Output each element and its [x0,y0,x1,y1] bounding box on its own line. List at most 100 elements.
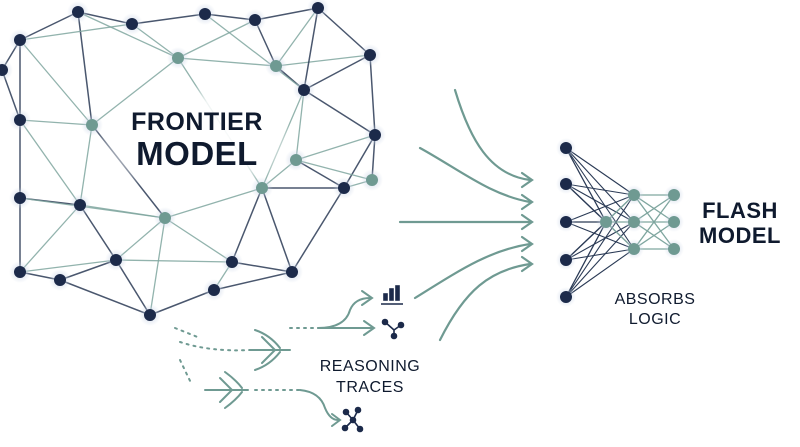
network-edge [115,259,233,263]
network-edge [317,7,371,56]
network-edge [295,159,373,181]
network-node [86,119,98,131]
network-node [126,18,138,30]
flow-arrow-2 [418,146,532,204]
flash-edge [565,147,635,223]
network-node [226,256,238,268]
frontier-network-nodes [0,0,386,326]
network-edge [231,187,263,263]
absorbs-label-line1: ABSORBS [614,291,696,308]
network-edge [19,119,81,206]
network-node [54,274,66,286]
flash-node [668,189,680,201]
flow-arrow-5 [438,262,532,342]
flash-label-line1: FLASH [702,198,778,223]
network-edge [164,217,233,263]
network-edge [149,217,166,316]
network-edge [77,11,93,126]
trace-dotted-4 [179,359,193,386]
flash-edge [565,221,635,298]
network-edge [213,271,293,291]
network-edge [204,13,305,91]
knowledge-flow-arrows [398,88,534,342]
network-edge [303,89,376,136]
flash-node [560,216,572,228]
network-node [290,154,302,166]
reasoning-traces-label: REASONING TRACES [300,356,440,398]
network-node [366,174,378,186]
network-edge [131,13,206,25]
network-node [286,266,298,278]
flash-edge [565,183,635,223]
network-edge [19,119,93,126]
network-edge [177,19,256,59]
flow-arrowheads [520,171,534,273]
network-node [72,6,84,18]
network-icon [341,406,364,433]
flash-edge [565,221,607,298]
network-node [144,309,156,321]
network-node [369,129,381,141]
network-edge [19,259,117,273]
flow-arrow-1 [453,88,532,182]
network-edge [177,57,277,67]
network-edge [275,7,319,67]
network-node [208,284,220,296]
flash-edge [565,194,635,298]
flash-node [600,216,612,228]
flash-edge [565,221,635,261]
frontier-label-line1: FRONTIER [131,108,263,136]
frontier-model-label: FRONTIER MODEL [112,108,282,172]
flash-edge [565,248,635,261]
network-edge [59,279,151,316]
reasoning-trace-arrows [174,290,376,427]
network-edge [77,11,179,59]
frontier-center-fade [95,85,295,195]
trace-curve-up [317,297,371,329]
flash-edge [565,183,635,196]
trace-split-1 [249,329,291,371]
network-edge [164,187,263,219]
network-node [14,114,26,126]
network-node [364,49,376,61]
flash-node [560,291,572,303]
network-node [74,199,86,211]
flash-model-label: FLASH MODEL [690,198,790,248]
flash-edge [565,248,635,298]
flash-edge [565,221,635,250]
flash-node [560,254,572,266]
trace-dotted-1 [174,327,201,339]
network-node [312,2,324,14]
flash-edge [565,147,635,250]
branch-icon [381,318,405,340]
network-node [14,266,26,278]
flash-edge [565,147,607,223]
network-node [159,212,171,224]
network-node [0,64,8,76]
flash-node [668,216,680,228]
traces-label-line2: TRACES [336,379,404,396]
network-node [338,182,350,194]
network-node [110,254,122,266]
network-node [270,60,282,72]
absorbs-logic-label: ABSORBS LOGIC [600,290,710,330]
network-node [14,34,26,46]
network-edge [149,289,215,316]
flow-arrow-4 [413,242,532,300]
network-edge [19,204,81,273]
network-edge [19,197,166,219]
network-node [172,52,184,64]
network-edge [295,89,305,161]
flash-label-line2: MODEL [699,223,781,248]
flash-node [628,216,640,228]
flash-node [628,243,640,255]
flash-edge [565,147,635,196]
flash-edge [565,194,635,223]
flash-node [560,178,572,190]
trace-curve-3 [299,389,339,421]
trace-dotted-2 [179,341,251,352]
network-edge [19,23,133,41]
flash-node [560,142,572,154]
flash-node [628,189,640,201]
